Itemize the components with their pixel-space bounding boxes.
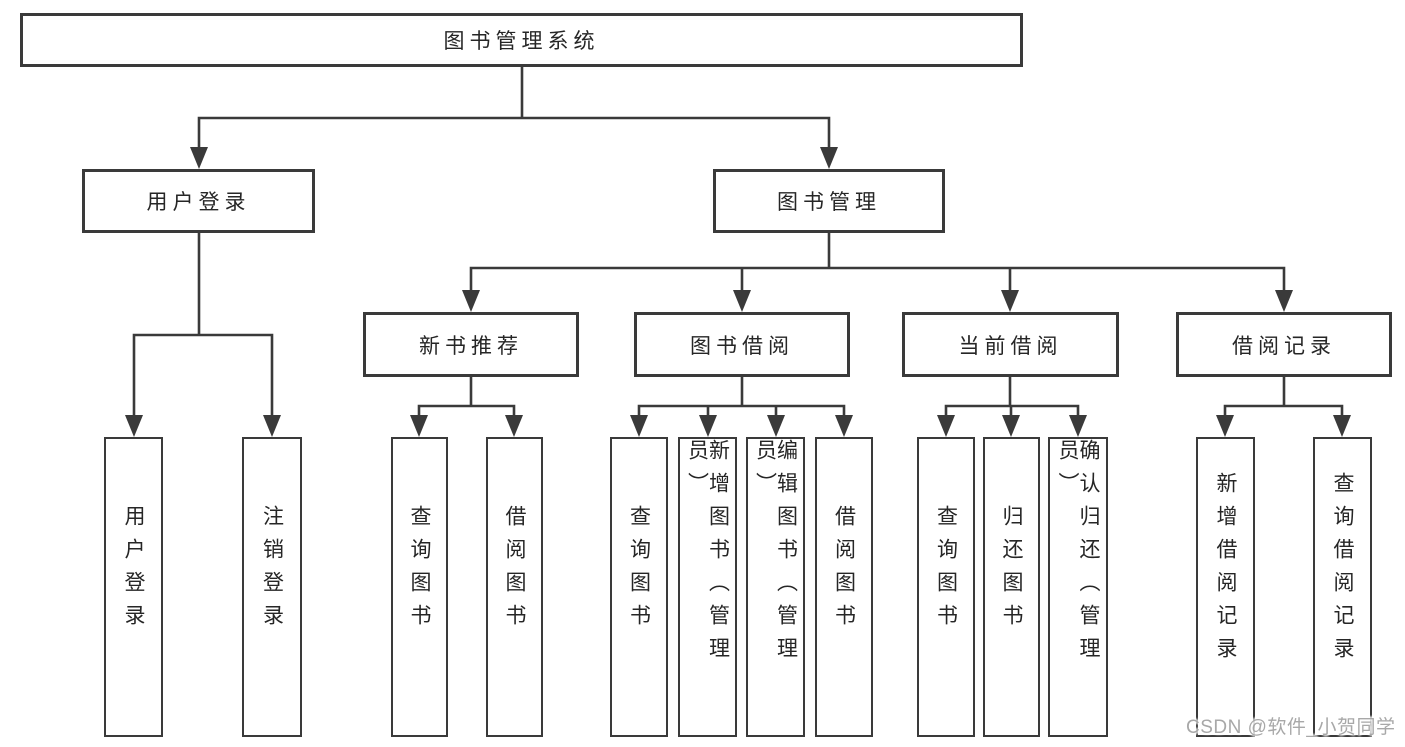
leaf-query-borrow-record: 查询借阅记录	[1313, 437, 1372, 737]
connector-newbook-to-leaves	[417, 377, 516, 415]
connector-bookmgmt-to-level3	[469, 233, 1286, 291]
node-book-borrowing: 图书借阅	[634, 312, 850, 377]
node-book-management: 图书管理	[713, 169, 945, 233]
node-borrow-records: 借阅记录	[1176, 312, 1392, 377]
leaf-confirm-return-admin: 确认归还（管理员）	[1048, 437, 1108, 737]
leaf-borrow-book-recommend: 借阅图书	[486, 437, 543, 737]
arrowhead-icons	[125, 147, 1351, 437]
node-new-book-recommend: 新书推荐	[363, 312, 579, 377]
leaf-add-borrow-record: 新增借阅记录	[1196, 437, 1255, 737]
connector-bookborrow-to-leaves	[637, 377, 846, 415]
connector-currentborrow-to-leaves	[944, 377, 1080, 415]
leaf-return-book: 归还图书	[983, 437, 1040, 737]
connector-root-to-level2	[197, 66, 831, 147]
leaf-edit-book-admin: 编辑图书（管理员）	[746, 437, 805, 737]
leaf-query-book-borrowing: 查询图书	[610, 437, 668, 737]
leaf-user-login: 用户登录	[104, 437, 163, 737]
leaf-borrow-book: 借阅图书	[815, 437, 873, 737]
leaf-query-book-current: 查询图书	[917, 437, 975, 737]
leaf-logout: 注销登录	[242, 437, 302, 737]
csdn-watermark: CSDN @软件_小贺同学	[1186, 717, 1396, 738]
node-library-management-system: 图书管理系统	[20, 13, 1023, 67]
node-current-borrowing: 当前借阅	[902, 312, 1119, 377]
leaf-add-book-admin: 新增图书（管理员）	[678, 437, 737, 737]
connector-borrowrecords-to-leaves	[1223, 377, 1344, 415]
node-user-login: 用户登录	[82, 169, 315, 233]
connector-userlogin-to-leaves	[132, 233, 274, 415]
leaf-query-book-recommend: 查询图书	[391, 437, 448, 737]
